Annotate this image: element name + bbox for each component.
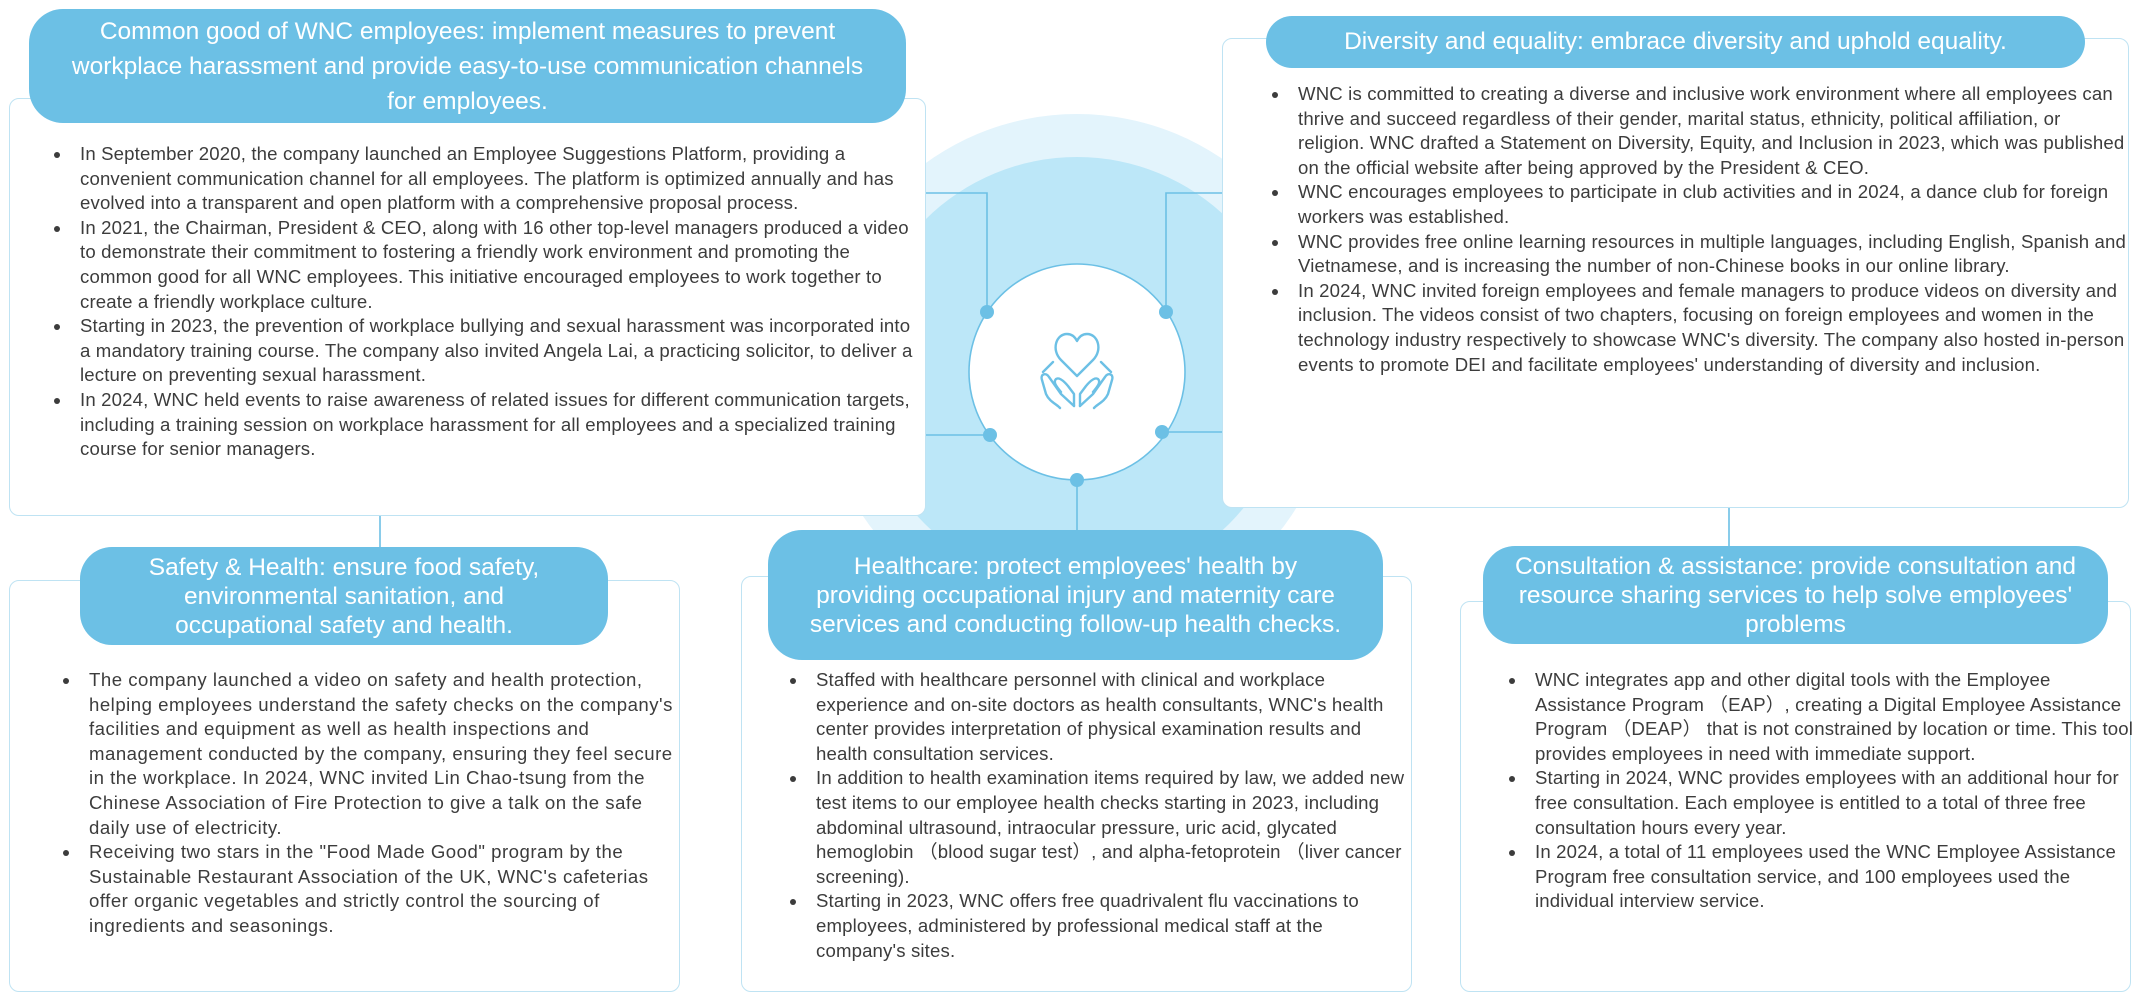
- diversity-list: WNC is committed to creating a diverse a…: [1262, 82, 2132, 377]
- consultation-title: Consultation & assistance: provide consu…: [1483, 546, 2108, 644]
- list-item: WNC encourages employees to participate …: [1290, 180, 2132, 229]
- list-item: Receiving two stars in the "Food Made Go…: [81, 840, 674, 938]
- list-item: In September 2020, the company launched …: [72, 142, 924, 216]
- consultation-card: [1460, 601, 2131, 992]
- list-item: In 2021, the Chairman, President & CEO, …: [72, 216, 924, 314]
- list-item: In 2024, a total of 11 employees used th…: [1527, 840, 2137, 914]
- node-dot: [1155, 425, 1169, 439]
- diversity-title: Diversity and equality: embrace diversit…: [1266, 16, 2085, 68]
- healthcare-title: Healthcare: protect employees' health by…: [768, 530, 1383, 660]
- safety-health-title: Safety & Health: ensure food safety, env…: [80, 547, 608, 645]
- node-dot: [983, 428, 997, 442]
- healthcare-list: Staffed with healthcare personnel with c…: [780, 668, 1413, 963]
- common-good-list: In September 2020, the company launched …: [44, 142, 924, 462]
- node-dot: [980, 305, 994, 319]
- list-item: In 2024, WNC invited foreign employees a…: [1290, 279, 2132, 377]
- list-item: Starting in 2023, WNC offers free quadri…: [808, 889, 1413, 963]
- center-circle: [968, 263, 1186, 481]
- connector-top-right: [1165, 192, 1225, 312]
- diversity-card: [1222, 38, 2129, 508]
- connector-top-left: [925, 192, 988, 312]
- safety-health-list: The company launched a video on safety a…: [53, 668, 674, 939]
- list-item: In 2024, WNC held events to raise awaren…: [72, 388, 924, 462]
- list-item: Starting in 2023, the prevention of work…: [72, 314, 924, 388]
- heart-in-hands-icon: [1040, 332, 1114, 410]
- node-dot: [1070, 473, 1084, 487]
- list-item: Staffed with healthcare personnel with c…: [808, 668, 1413, 766]
- node-dot: [1159, 305, 1173, 319]
- list-item: WNC provides free online learning resour…: [1290, 230, 2132, 279]
- consultation-list: WNC integrates app and other digital too…: [1499, 668, 2137, 914]
- list-item: The company launched a video on safety a…: [81, 668, 674, 840]
- list-item: In addition to health examination items …: [808, 766, 1413, 889]
- list-item: WNC is committed to creating a diverse a…: [1290, 82, 2132, 180]
- common-good-card: [9, 98, 926, 516]
- common-good-title: Common good of WNC employees: implement …: [29, 9, 906, 123]
- list-item: WNC integrates app and other digital too…: [1527, 668, 2137, 766]
- list-item: Starting in 2024, WNC provides employees…: [1527, 766, 2137, 840]
- safety-health-card: [9, 580, 680, 992]
